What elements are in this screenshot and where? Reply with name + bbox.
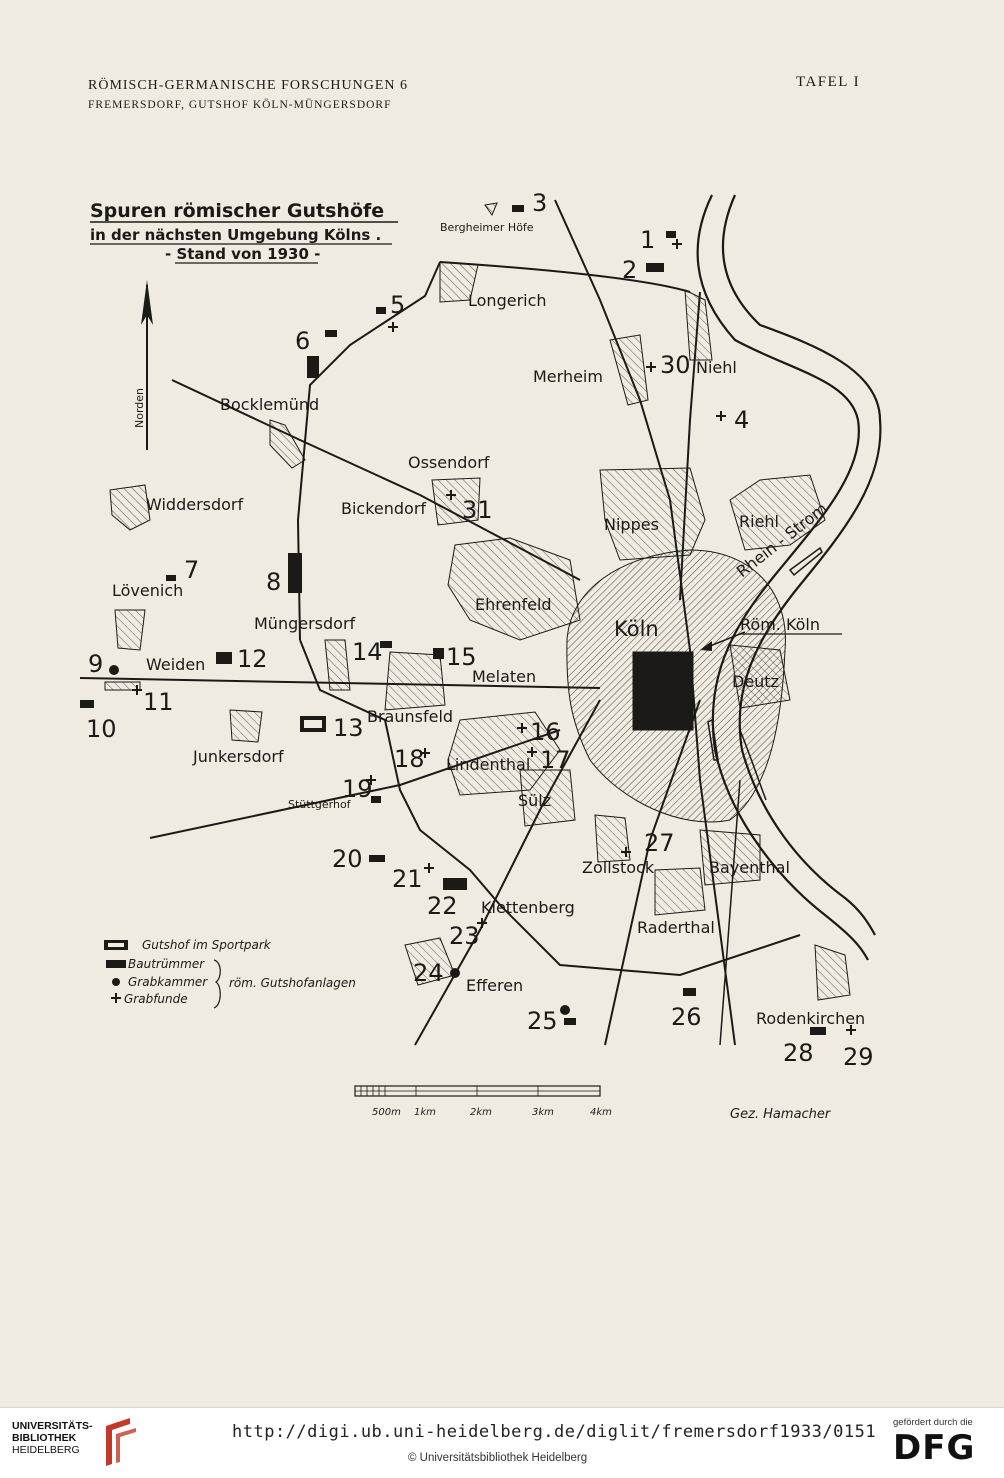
scale-500m: 500m [372,1107,401,1118]
site-number-8: 8 [266,568,281,596]
place-longerich: Longerich [468,291,547,310]
library-name-line2: BIBLIOTHEK [12,1432,77,1444]
north-arrow: Norden [133,280,153,450]
north-label: Norden [133,388,146,428]
place-widdersdorf: Widdersdorf [146,495,244,514]
place-ehrenfeld: Ehrenfeld [475,595,552,614]
map-credit: Gez. Hamacher [730,1107,832,1122]
map-title: Spuren römischer Gutshöfe [90,200,384,222]
scale-3km: 3km [532,1107,554,1118]
grave-crosses [132,239,856,1035]
place-junkersdorf: Junkersdorf [192,747,284,766]
site-number-13: 13 [333,714,364,742]
site-number-10: 10 [86,715,117,743]
place-bocklemuend: Bocklemünd [220,395,319,414]
legend-grabkammer: Grabkammer [128,975,208,989]
place-klettenberg: Klettenberg [481,898,575,917]
site-symbols [80,205,826,1035]
site-number-3: 3 [532,189,547,217]
site-number-18: 18 [394,745,425,773]
scale-bar: 500m 1km 2km 3km 4km [354,1085,612,1118]
settlement-areas [104,202,851,1001]
site-number-7: 7 [184,556,199,584]
legend-bautruemmer: Bautrümmer [128,957,205,971]
place-labels: Bergheimer Höfe Longerich Merheim Niehl … [112,221,865,1028]
scale-1km: 1km [414,1107,436,1118]
legend-grabfunde: Grabfunde [124,992,188,1006]
site-number-29: 29 [843,1043,874,1071]
roman-city-pointer: Röm. Köln [700,615,842,651]
site-number-4: 4 [734,406,749,434]
permalink-url[interactable]: http://digi.ub.uni-heidelberg.de/diglit/… [232,1422,877,1442]
place-braunsfeld: Braunsfeld [367,707,453,726]
place-nippes: Nippes [604,515,659,534]
place-muengersdorf: Müngersdorf [254,614,356,633]
place-suelz: Sülz [518,791,551,810]
place-riehl: Riehl [739,512,779,531]
scale-4km: 4km [590,1107,612,1118]
place-bayenthal: Bayenthal [709,858,790,877]
place-weiden: Weiden [146,655,205,674]
plate-number: TAFEL I [796,74,861,90]
map-legend: Gutshof im Sportpark Bautrümmer Grabkamm… [104,938,356,1009]
legend-group: röm. Gutshofanlagen [229,976,356,990]
site-number-12: 12 [237,645,268,673]
legend-sportpark: Gutshof im Sportpark [142,938,272,952]
funding-note: gefördert durch die [893,1417,973,1428]
map-title-line3: - Stand von 1930 - [165,245,320,263]
site-number-16: 16 [530,718,561,746]
site-number-1: 1 [640,226,655,254]
place-bickendorf: Bickendorf [341,499,426,518]
place-ossendorf: Ossendorf [408,453,490,472]
copyright-notice: © Universitätsbibliothek Heidelberg [408,1452,588,1464]
roman-city-label: Röm. Köln [740,615,820,634]
place-merheim: Merheim [533,367,603,386]
place-deutz: Deutz [732,672,779,691]
site-number-9: 9 [88,650,103,678]
site-number-28: 28 [783,1039,814,1067]
site-number-27: 27 [644,829,675,857]
place-melaten: Melaten [472,667,536,686]
site-number-25: 25 [527,1007,558,1035]
place-koeln: Köln [614,617,659,641]
site-number-11: 11 [143,688,174,716]
place-raderthal: Raderthal [637,918,715,937]
place-zollstock: Zollstock [582,858,655,877]
library-logo-icon [106,1418,136,1466]
place-efferen: Efferen [466,976,523,995]
site-number-14: 14 [352,638,383,666]
library-name-line1: UNIVERSITÄTS- [12,1420,93,1432]
site-number-30: 30 [660,351,691,379]
site-number-26: 26 [671,1003,702,1031]
map-title-line2: in der nächsten Umgebung Kölns . [90,226,381,244]
scale-2km: 2km [470,1107,492,1118]
site-number-6: 6 [295,327,310,355]
site-number-15: 15 [446,643,477,671]
place-bergheimer: Bergheimer Höfe [440,221,534,234]
place-loevenich: Lövenich [112,581,183,600]
site-number-24: 24 [413,959,444,987]
dfg-logo: DFG [893,1428,976,1468]
site-number-2: 2 [622,256,637,284]
series-title: RÖMISCH-GERMANISCHE FORSCHUNGEN 6 [88,78,409,93]
site-number-31: 31 [462,496,493,524]
place-niehl: Niehl [696,358,737,377]
library-name-line3: HEIDELBERG [12,1444,80,1456]
digitization-footer: UNIVERSITÄTS- BIBLIOTHEK HEIDELBERG http… [0,1407,1004,1478]
place-stuettgerhof: Stüttgerhof [288,798,352,811]
place-rodenkirchen: Rodenkirchen [756,1009,865,1028]
site-number-19: 19 [342,775,373,803]
map-drawing: Spuren römischer Gutshöfe in der nächste… [79,189,882,1122]
place-lindenthal: Lindenthal [446,755,530,774]
site-number-5: 5 [390,291,405,319]
site-number-20: 20 [332,845,363,873]
map-title-block: Spuren römischer Gutshöfe in der nächste… [90,200,398,264]
site-numbers: 3 1 2 5 6 30 4 31 7 8 9 12 14 15 11 10 1… [86,189,874,1071]
site-number-17: 17 [540,746,571,774]
site-number-21: 21 [392,865,423,893]
site-number-23: 23 [449,922,480,950]
plate-subtitle: FREMERSDORF, GUTSHOF KÖLN-MÜNGERSDORF [88,99,392,111]
site-number-22: 22 [427,892,458,920]
